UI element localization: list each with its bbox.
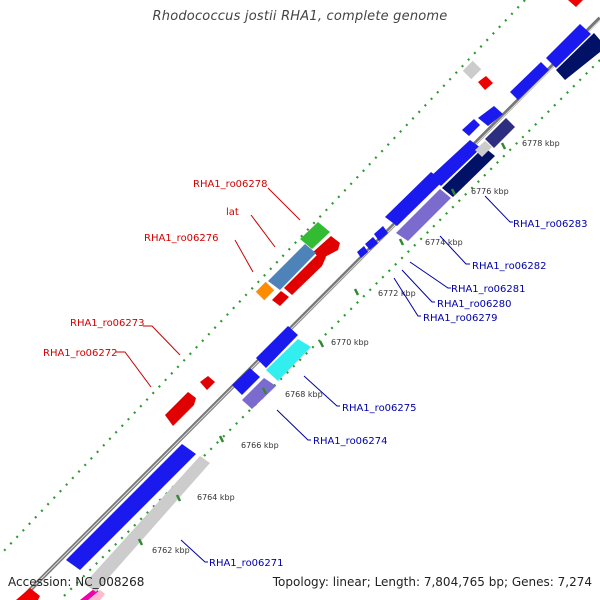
gene-navy-mid [485, 118, 515, 148]
label-lat: lat [226, 207, 239, 218]
gene-rha1-ro06274-blue [232, 368, 260, 395]
gene-red-bottom-left [16, 588, 40, 600]
gene-red-top [478, 76, 493, 90]
gene-rha1-ro06272 [165, 392, 196, 426]
gene-blue-mid-2 [430, 140, 481, 186]
gene-rha1-ro06280 [365, 237, 378, 250]
gene-blue-arrow [478, 106, 503, 126]
map-title: Rhodococcus jostii RHA1, complete genome [152, 9, 448, 24]
label-rha1-ro06271: RHA1_ro06271 [209, 558, 284, 569]
gene-blue-top-1 [510, 62, 549, 100]
topology-value: linear; [332, 575, 371, 589]
accession-label: Accession: [8, 575, 72, 589]
gene-rha1-ro06275-blue [256, 326, 298, 368]
gene-rha1-ro06279 [357, 246, 368, 258]
accession-value: NC_008268 [75, 575, 145, 589]
label-rha1-ro06282: RHA1_ro06282 [472, 261, 547, 272]
gene-rha1-ro06271-blue [66, 444, 196, 570]
genome-stats: Topology: linear; Length: 7,804,765 bp; … [273, 575, 592, 589]
gene-rha1-ro06278 [313, 236, 340, 259]
gene-grey-mid [475, 141, 492, 157]
gene-blue-mid-1 [385, 172, 443, 226]
label-rha1-ro06276: RHA1_ro06276 [144, 233, 219, 244]
tick-label-6764: 6764 kbp [197, 493, 235, 502]
gene-rha1-ro06274 [242, 378, 276, 409]
accession-info: Accession: NC_008268 [8, 575, 144, 589]
label-rha1-ro06280: RHA1_ro06280 [437, 299, 512, 310]
gene-grey-top [462, 60, 482, 80]
gene-orange [255, 281, 275, 301]
tick-label-6766: 6766 kbp [241, 441, 279, 450]
gene-rha1-ro06282 [396, 189, 451, 241]
forward-genes [16, 0, 583, 600]
tick-labels: 6762 kbp 6764 kbp 6766 kbp 6768 kbp 6770… [152, 139, 560, 555]
gene-rha1-ro06281 [374, 226, 388, 241]
label-rha1-ro06278: RHA1_ro06278 [193, 179, 268, 190]
gene-rha1-ro06273 [200, 376, 215, 390]
reverse-genes [66, 24, 600, 592]
gene-rha1-ro06275 [266, 339, 311, 381]
gene-red-corner [568, 0, 583, 7]
length-label: Length: [374, 575, 421, 589]
gene-green [300, 222, 330, 249]
gene-blue-steel [268, 244, 316, 290]
reverse-labels: RHA1_ro06283 RHA1_ro06282 RHA1_ro06281 R… [209, 219, 588, 569]
tick-label-6776: 6776 kbp [471, 187, 509, 196]
label-rha1-ro06281: RHA1_ro06281 [451, 284, 526, 295]
gene-pink-light [88, 590, 105, 600]
forward-labels: RHA1_ro06278 lat RHA1_ro06276 RHA1_ro062… [43, 179, 268, 359]
tick-marks [137, 142, 507, 546]
backbone [18, 16, 600, 600]
forward-callouts [116, 187, 301, 388]
reverse-callouts [180, 195, 513, 563]
tick-label-6778: 6778 kbp [522, 139, 560, 148]
gene-rha1-ro06283 [442, 147, 495, 197]
gene-lat [284, 252, 326, 295]
tick-label-6770: 6770 kbp [331, 338, 369, 347]
label-rha1-ro06283: RHA1_ro06283 [513, 219, 588, 230]
gene-rha1-ro06271-grey [84, 456, 210, 592]
label-rha1-ro06274: RHA1_ro06274 [313, 436, 388, 447]
gene-navy-top [556, 33, 600, 80]
gene-rha1-ro06276 [272, 291, 289, 306]
genes-label: Genes: [511, 575, 554, 589]
tick-label-6772: 6772 kbp [378, 289, 416, 298]
gene-blue-top-2 [546, 24, 591, 68]
tick-label-6774: 6774 kbp [425, 238, 463, 247]
length-value: 7,804,765 bp; [423, 575, 509, 589]
topology-label: Topology: [272, 575, 329, 589]
label-rha1-ro06275: RHA1_ro06275 [342, 403, 417, 414]
label-rha1-ro06279: RHA1_ro06279 [423, 313, 498, 324]
gene-blue-short [462, 119, 480, 136]
genes-value: 7,274 [557, 575, 592, 589]
tick-label-6768: 6768 kbp [285, 390, 323, 399]
label-rha1-ro06272: RHA1_ro06272 [43, 348, 118, 359]
label-rha1-ro06273: RHA1_ro06273 [70, 318, 145, 329]
tick-label-6762: 6762 kbp [152, 546, 190, 555]
